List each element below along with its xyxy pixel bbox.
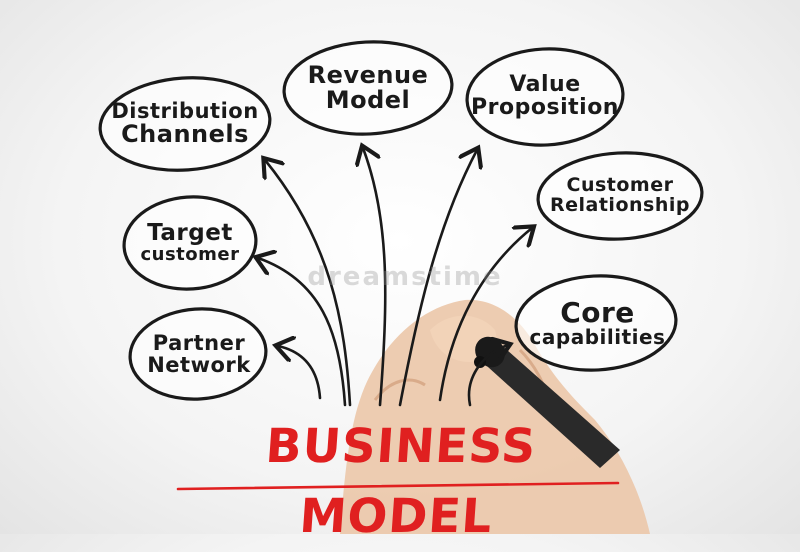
ellipse-target-customer — [122, 195, 258, 291]
node-value-proposition: Value Proposition — [471, 64, 619, 128]
diagram-title: BUSINESS MODEL — [263, 419, 539, 544]
node-label-line: Revenue — [307, 60, 429, 89]
node-label-line: Proposition — [471, 95, 619, 120]
node-label-line: Value — [509, 71, 581, 97]
arrow-to-core-capabilities — [467, 345, 508, 407]
node-label-line: Core — [560, 295, 635, 329]
node-ellipses — [98, 40, 704, 401]
node-revenue-model: Revenue Model — [298, 56, 438, 120]
ellipse-distribution-channels — [98, 76, 272, 172]
node-label-line: Customer — [566, 174, 674, 197]
node-label-line: Relationship — [550, 194, 690, 216]
node-core-capabilities: Core capabilities — [525, 290, 670, 356]
diagram-canvas — [98, 40, 704, 534]
ellipse-core-capabilities — [514, 274, 678, 372]
node-label-line: Partner — [152, 330, 246, 355]
ellipse-partner-network — [128, 307, 268, 401]
node-label-line: Network — [147, 353, 251, 377]
node-label-line: capabilities — [529, 325, 666, 350]
arrow-to-customer-relationship — [438, 228, 532, 402]
node-partner-network: Partner Network — [138, 322, 260, 386]
arrow-to-partner-network — [278, 346, 322, 400]
arrows — [258, 148, 532, 407]
node-label-line: Target — [147, 220, 233, 247]
hand-illustration — [340, 299, 650, 534]
arrow-to-value-proposition — [398, 150, 477, 407]
arrow-to-distribution-channels — [265, 160, 352, 407]
node-distribution-channels: Distribution Channels — [110, 92, 260, 156]
title-underline — [176, 481, 620, 491]
watermark-text: dreamstime — [307, 262, 503, 292]
arrow-to-revenue-model — [363, 148, 387, 407]
ellipse-value-proposition — [465, 47, 625, 147]
node-label-line: Distribution — [111, 99, 259, 124]
node-target-customer: Target customer — [130, 212, 250, 274]
mind-map-diagram: dreamstime Distribution Channels Revenue… — [98, 40, 704, 544]
node-label-line: customer — [140, 243, 240, 265]
ellipse-revenue-model — [282, 40, 454, 136]
arrow-to-target-customer — [258, 258, 347, 407]
node-label-line: Channels — [121, 120, 249, 149]
node-customer-relationship: Customer Relationship — [545, 166, 695, 226]
ellipse-customer-relationship — [536, 151, 704, 241]
node-label-line: Model — [325, 86, 411, 114]
